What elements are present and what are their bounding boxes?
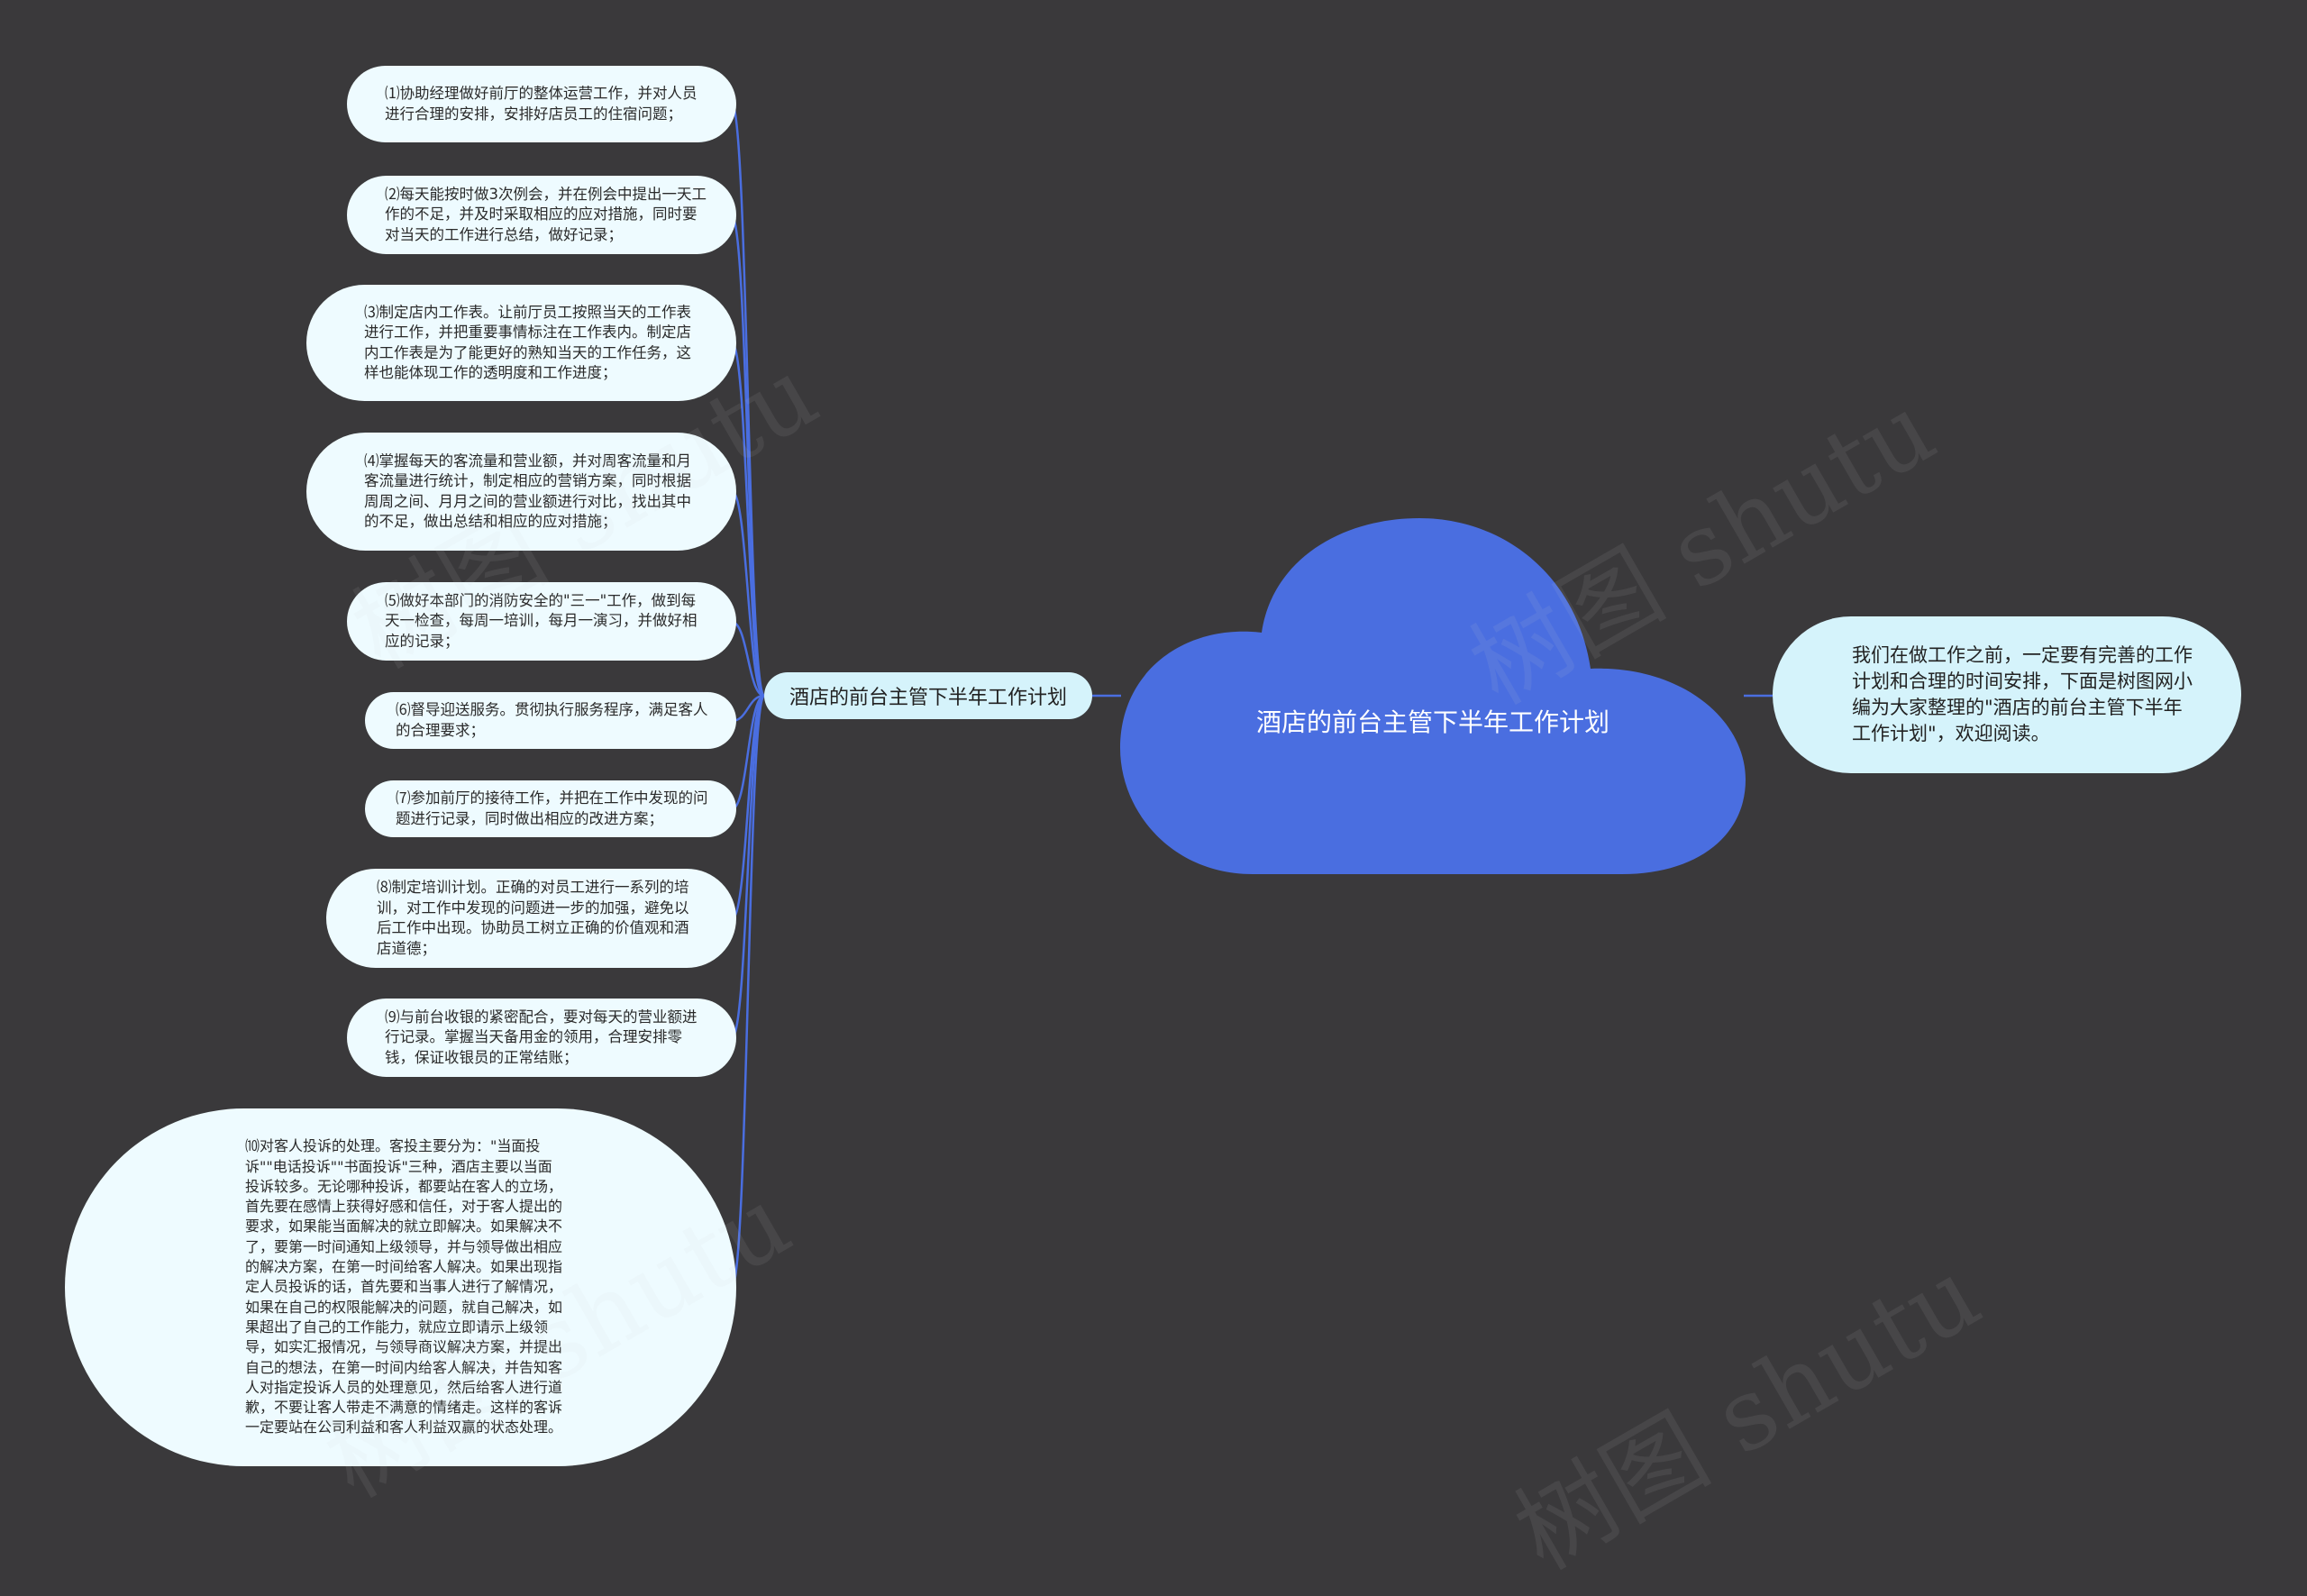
link-leaf-6	[731, 694, 765, 723]
leaf-text: ⑶制定店内工作表。让前厅员工按照当天的工作表进行工作，并把重要事情标注在工作表内…	[364, 303, 691, 382]
leaf-item-5[interactable]: ⑸做好本部门的消防安全的"三一"工作，做到每天一检查，每周一培训，每月一演习，并…	[347, 582, 736, 661]
leaf-item-6[interactable]: ⑹督导迎送服务。贯彻执行服务程序，满足客人的合理要求；	[365, 692, 736, 749]
link-leaf-4	[731, 489, 765, 698]
summary-note[interactable]: 我们在做工作之前，一定要有完善的工作计划和合理的时间安排，下面是树图网小编为大家…	[1773, 616, 2241, 773]
link-leaf-2	[730, 214, 766, 698]
leaf-item-3[interactable]: ⑶制定店内工作表。让前厅员工按照当天的工作表进行工作，并把重要事情标注在工作表内…	[306, 285, 736, 401]
link-leaf-9	[730, 694, 766, 1040]
leaf-item-2[interactable]: ⑵每天能按时做3次例会，并在例会中提出一天工作的不足，并及时采取相应的应对措施，…	[347, 176, 736, 254]
leaf-text: ⑹督导迎送服务。贯彻执行服务程序，满足客人的合理要求；	[396, 701, 708, 739]
link-leaf-5	[731, 620, 765, 698]
leaf-text: ⑵每天能按时做3次例会，并在例会中提出一天工作的不足，并及时采取相应的应对措施，…	[385, 185, 707, 243]
leaf-text: ⑺参加前厅的接待工作，并把在工作中发现的问题进行记录，同时做出相应的改进方案；	[396, 789, 708, 827]
leaf-text: ⑼与前台收银的紧密配合，要对每天的营业额进行记录。掌握当天备用金的领用，合理安排…	[385, 1008, 698, 1066]
leaf-text: ⑸做好本部门的消防安全的"三一"工作，做到每天一检查，每周一培训，每月一演习，并…	[385, 591, 698, 650]
central-topic-title[interactable]: 酒店的前台主管下半年工作计划	[1255, 707, 1609, 737]
leaf-item-10[interactable]: ⑽对客人投诉的处理。客投主要分为："当面投诉""电话投诉""书面投诉"三种，酒店…	[65, 1108, 736, 1466]
leaf-text: ⑽对客人投诉的处理。客投主要分为："当面投诉""电话投诉""书面投诉"三种，酒店…	[245, 1137, 563, 1436]
watermark: 树图 shutu	[1497, 1236, 1999, 1592]
leaf-item-4[interactable]: ⑷掌握每天的客流量和营业额，并对周客流量和月客流量进行统计，制定相应的营销方案，…	[306, 433, 736, 551]
leaf-item-7[interactable]: ⑺参加前厅的接待工作，并把在工作中发现的问题进行记录，同时做出相应的改进方案；	[365, 780, 736, 837]
branch-label: 酒店的前台主管下半年工作计划	[789, 687, 1067, 709]
link-leaf-10	[730, 694, 766, 1289]
leaf-text: ⑷掌握每天的客流量和营业额，并对周客流量和月客流量进行统计，制定相应的营销方案，…	[364, 451, 691, 531]
leaf-item-1[interactable]: ⑴协助经理做好前厅的整体运营工作，并对人员进行合理的安排，安排好店员工的住宿问题…	[347, 66, 736, 142]
link-leaf-7	[731, 694, 765, 811]
link-leaf-3	[730, 341, 766, 698]
leaf-item-8[interactable]: ⑻制定培训计划。正确的对员工进行一系列的培训，对工作中发现的问题进一步的加强，避…	[326, 869, 736, 968]
leaf-text: ⑴协助经理做好前厅的整体运营工作，并对人员进行合理的安排，安排好店员工的住宿问题…	[385, 85, 698, 123]
link-leaf-1	[730, 102, 766, 698]
link-leaf-8	[730, 694, 766, 921]
leaf-text: ⑻制定培训计划。正确的对员工进行一系列的培训，对工作中发现的问题进一步的加强，避…	[377, 879, 689, 957]
mindmap-canvas: ⑴协助经理做好前厅的整体运营工作，并对人员进行合理的安排，安排好店员工的住宿问题…	[65, 66, 2241, 1591]
summary-text: 我们在做工作之前，一定要有完善的工作计划和合理的时间安排，下面是树图网小编为大家…	[1852, 644, 2193, 744]
branch-topic[interactable]: 酒店的前台主管下半年工作计划	[764, 672, 1092, 719]
leaf-item-9[interactable]: ⑼与前台收银的紧密配合，要对每天的营业额进行记录。掌握当天备用金的领用，合理安排…	[347, 999, 736, 1077]
central-cloud-shape[interactable]	[1117, 514, 1748, 879]
